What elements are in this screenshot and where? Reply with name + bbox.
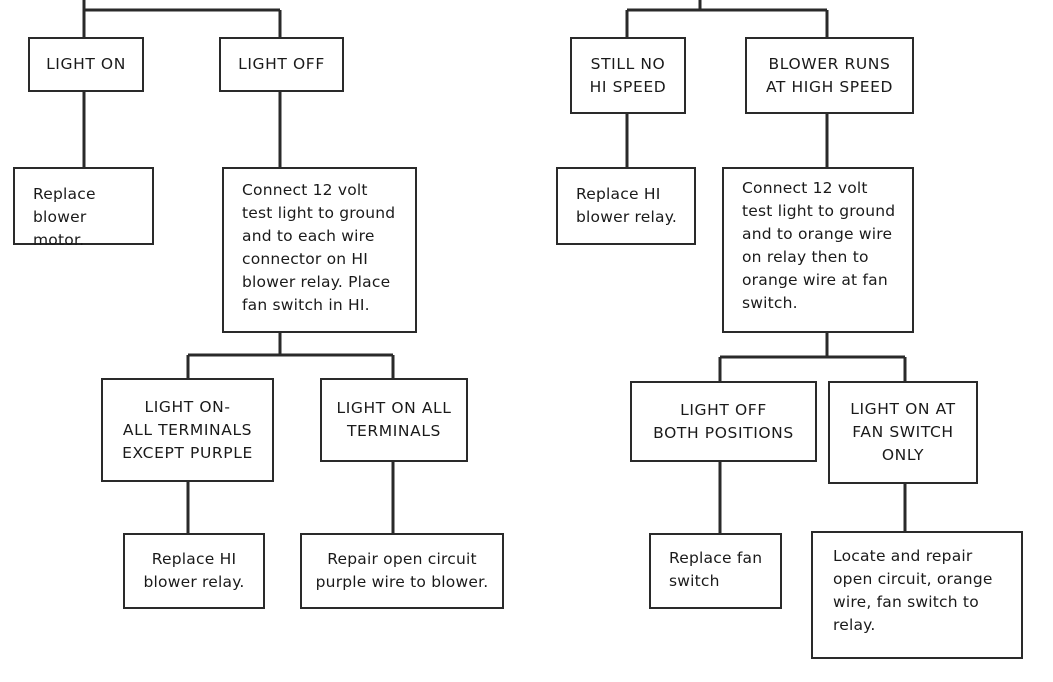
connect-test-light-hi-relay-text: Connect 12 volt test light to ground and… (242, 181, 396, 314)
replace-fan-switch-box: Replace fan switch (649, 533, 782, 609)
connect-test-light-hi-relay-box: Connect 12 volt test light to ground and… (222, 167, 417, 333)
light-on-box: LIGHT ON (28, 37, 144, 92)
replace-hi-relay-text-right: Replace HI blower relay. (576, 185, 678, 226)
light-on-except-purple-label: LIGHT ON- ALL TERMINALS EXCEPT PURPLE (122, 397, 253, 462)
still-no-hi-speed-label: STILL NO HI SPEED (589, 54, 667, 96)
blower-runs-high-box: BLOWER RUNS AT HIGH SPEED (745, 37, 914, 114)
replace-blower-motor-text: Replace blower motor. (33, 185, 96, 249)
replace-hi-relay-box-right: Replace HI blower relay. (556, 167, 696, 245)
connect-test-light-orange-box: Connect 12 volt test light to ground and… (722, 167, 914, 333)
connect-test-light-orange-text: Connect 12 volt test light to ground and… (742, 179, 896, 312)
replace-fan-switch-text: Replace fan switch (669, 549, 763, 590)
replace-hi-relay-box-left: Replace HI blower relay. (123, 533, 265, 609)
repair-orange-wire-box: Locate and repair open circuit, orange w… (811, 531, 1023, 659)
light-off-label: LIGHT OFF (238, 55, 325, 73)
repair-purple-wire-box: Repair open circuit purple wire to blowe… (300, 533, 504, 609)
light-on-label: LIGHT ON (46, 55, 126, 73)
light-on-all-terminals-label: LIGHT ON ALL TERMINALS (336, 399, 452, 440)
light-off-both-positions-label: LIGHT OFF BOTH POSITIONS (653, 400, 794, 442)
repair-purple-wire-text: Repair open circuit purple wire to blowe… (315, 550, 489, 591)
repair-orange-wire-text: Locate and repair open circuit, orange w… (833, 547, 993, 634)
blower-runs-high-label: BLOWER RUNS AT HIGH SPEED (765, 54, 894, 96)
light-on-fan-switch-only-box: LIGHT ON AT FAN SWITCH ONLY (828, 381, 978, 484)
light-off-box: LIGHT OFF (219, 37, 344, 92)
replace-blower-motor-box: Replace blower motor. (13, 167, 154, 249)
light-on-fan-switch-only-label: LIGHT ON AT FAN SWITCH ONLY (850, 400, 956, 464)
light-off-both-positions-box: LIGHT OFF BOTH POSITIONS (630, 381, 817, 462)
replace-hi-relay-text-left: Replace HI blower relay. (143, 550, 245, 591)
light-on-except-purple-box: LIGHT ON- ALL TERMINALS EXCEPT PURPLE (101, 378, 274, 482)
light-on-all-terminals-box: LIGHT ON ALL TERMINALS (320, 378, 468, 462)
still-no-hi-speed-box: STILL NO HI SPEED (570, 37, 686, 114)
